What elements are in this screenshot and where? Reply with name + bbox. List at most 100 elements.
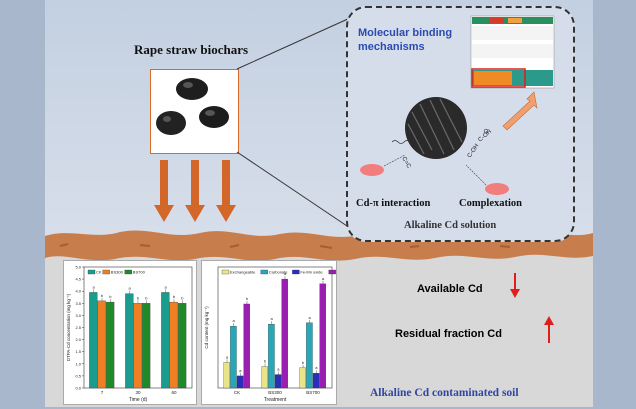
bar xyxy=(306,322,313,389)
legend-swatch xyxy=(87,269,96,275)
x-tick-label: 7 xyxy=(101,390,104,395)
legend-label: CK xyxy=(96,270,102,275)
significance-letter: b xyxy=(145,295,148,300)
x-axis-label: Treatment xyxy=(264,397,287,403)
bar xyxy=(261,366,269,389)
down-red-arrow-icon xyxy=(510,273,520,298)
y-axis-label: Cd content (mg kg⁻¹) xyxy=(204,306,209,349)
y-tick-label: 4.5 xyxy=(75,277,81,282)
functional-group-label: O xyxy=(483,128,490,136)
molecular-binding-title: Molecular binding mechanisms xyxy=(358,26,452,54)
legend-label: Fe-Mn oxide xyxy=(300,270,323,275)
mol-title-line-2: mechanisms xyxy=(358,41,425,53)
legend-swatch xyxy=(292,269,300,275)
complexation-label: Complexation xyxy=(459,198,522,209)
x-axis-label: Time (d) xyxy=(129,397,148,403)
x-tick-label: BS700 xyxy=(306,390,320,395)
bar xyxy=(281,278,288,389)
significance-letter: a xyxy=(284,271,287,276)
legend-swatch xyxy=(124,269,132,275)
significance-letter: a xyxy=(309,315,312,320)
significance-letter: b xyxy=(101,293,104,298)
y-tick-label: 2.5 xyxy=(75,325,81,330)
y-axis-label: DTPA-Cd concentration (mg kg⁻¹) xyxy=(66,293,71,361)
y-tick-label: 1.0 xyxy=(75,361,81,366)
x-tick-label: BS300 xyxy=(268,390,282,395)
alkaline-soil-label: Alkaline Cd contaminated soil xyxy=(370,387,519,399)
significance-letter: a xyxy=(271,316,274,321)
significance-letter: a xyxy=(233,318,236,323)
functional-group-label: C-OH xyxy=(467,143,481,159)
mol-title-line-1: Molecular binding xyxy=(358,27,453,39)
cd-ion xyxy=(360,164,384,176)
pointer-arrow-icon xyxy=(502,91,538,131)
biochar-particle xyxy=(156,111,186,135)
x-tick-label: CK xyxy=(234,390,240,395)
y-tick-label: 1.5 xyxy=(75,349,81,354)
y-tick-label: 3.5 xyxy=(75,301,81,306)
legend-swatch xyxy=(102,269,110,275)
biochar-photo xyxy=(150,69,239,154)
bar xyxy=(106,301,115,389)
y-tick-label: 4.0 xyxy=(75,289,81,294)
sem-image xyxy=(405,97,467,159)
legend-label: Carbonate xyxy=(269,270,288,275)
significance-letter: b xyxy=(109,294,112,299)
y-tick-label: 5.0 xyxy=(75,265,81,270)
significance-letter: b xyxy=(246,296,249,301)
y-tick-label: 2.0 xyxy=(75,337,81,342)
significance-letter: b xyxy=(302,360,305,365)
significance-letter: a xyxy=(226,354,229,359)
bar xyxy=(133,303,142,389)
bar xyxy=(299,367,306,389)
bar xyxy=(142,303,151,389)
bar xyxy=(319,283,326,389)
bar xyxy=(178,303,187,389)
bar xyxy=(125,293,134,389)
up-red-arrow-icon xyxy=(544,316,554,343)
y-tick-label: 3.0 xyxy=(75,313,81,318)
bar xyxy=(243,303,250,389)
functional-group-label: C=C xyxy=(400,156,412,170)
rape-straw-title: Rape straw biochars xyxy=(134,42,249,57)
bar xyxy=(230,326,237,389)
significance-letter: a xyxy=(128,286,131,291)
significance-letter: a xyxy=(322,276,325,281)
bar xyxy=(274,374,282,389)
x-tick-label: 60 xyxy=(171,390,177,395)
significance-letter: a xyxy=(92,284,95,289)
bar xyxy=(97,300,106,389)
significance-letter: a xyxy=(164,284,167,289)
bar xyxy=(268,323,275,389)
significance-letter: a xyxy=(277,367,280,372)
legend-swatch xyxy=(260,269,268,275)
legend-swatch xyxy=(328,269,336,275)
bar xyxy=(312,373,320,389)
cd-pi-label: Cd-π interaction xyxy=(356,198,431,209)
highlight-frame xyxy=(471,68,526,88)
significance-letter: b xyxy=(137,295,140,300)
bar xyxy=(89,292,98,389)
bar xyxy=(236,375,244,389)
bar xyxy=(223,362,231,389)
legend-label: Exchangeable xyxy=(230,270,256,275)
connector-line xyxy=(236,17,351,70)
bond-wave xyxy=(391,140,411,144)
significance-letter: b xyxy=(173,294,176,299)
binding-line xyxy=(383,154,406,167)
alkaline-solution-label: Alkaline Cd solution xyxy=(404,220,497,231)
y-tick-label: 0.0 xyxy=(75,386,81,391)
significance-letter: a xyxy=(315,365,318,370)
legend-label: BS700 xyxy=(133,270,146,275)
down-arrow-icon xyxy=(154,160,236,222)
residual-cd-label: Residual fraction Cd xyxy=(395,328,502,340)
available-cd-label: Available Cd xyxy=(417,283,483,295)
bar xyxy=(161,292,170,389)
legend-swatch xyxy=(221,269,230,275)
bar xyxy=(169,301,178,389)
